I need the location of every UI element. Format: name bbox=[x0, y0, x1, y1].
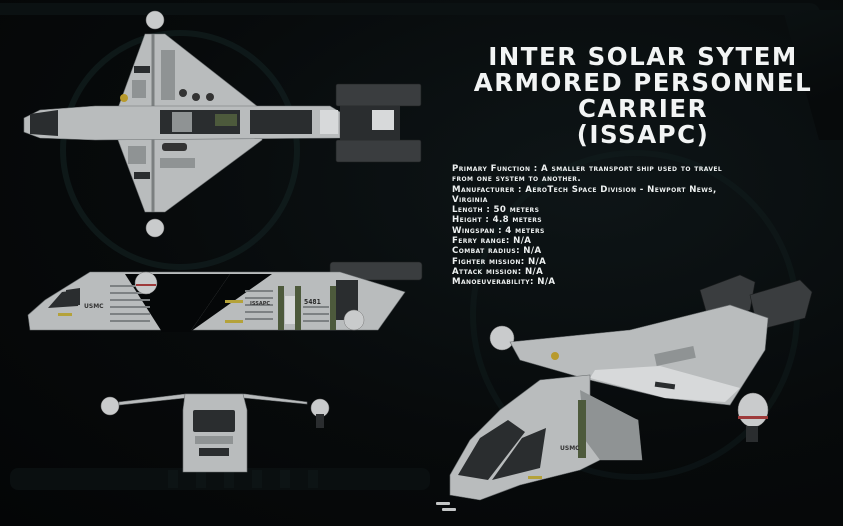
background-tick bbox=[280, 470, 290, 488]
ship-top-view bbox=[23, 10, 422, 238]
spec-attack-mission: Attack mission: N/A bbox=[452, 266, 544, 277]
spec-height: Height : 4.8 meters bbox=[452, 215, 543, 226]
svg-text:USMC: USMC bbox=[84, 303, 104, 310]
title-line: Carrier bbox=[578, 94, 708, 123]
spec-primary-function-cont: from one system to another. bbox=[452, 174, 581, 185]
spec-list: Primary Function : A smaller transport s… bbox=[452, 164, 842, 288]
spec-wingspan: Wingspan : 4 meters bbox=[452, 225, 545, 236]
spec-fighter-mission: Fighter mission: N/A bbox=[452, 256, 547, 267]
title-line: (ISSAPC) bbox=[576, 120, 710, 149]
background-ring bbox=[60, 30, 300, 270]
spec-manoeuverability: Manoeuverability: N/A bbox=[452, 277, 556, 288]
title-line: Inter Solar Sytem bbox=[488, 42, 798, 71]
background-bar bbox=[10, 468, 430, 490]
ship-front-view bbox=[100, 393, 330, 473]
spec-ferry-range: Ferry range: N/A bbox=[452, 236, 532, 247]
svg-text:USMC: USMC bbox=[560, 445, 580, 452]
spec-length: Length : 50 meters bbox=[452, 205, 540, 216]
spec-manufacturer: Manufacturer : AeroTech Space Division -… bbox=[452, 184, 717, 195]
background-tick bbox=[224, 470, 234, 488]
svg-text:5481: 5481 bbox=[304, 298, 321, 306]
background-tick bbox=[252, 470, 262, 488]
title-line: Armored Personnel bbox=[473, 68, 813, 97]
ship-perspective-view: USMC bbox=[436, 274, 813, 511]
page-title: Inter Solar Sytem Armored Personnel Carr… bbox=[444, 44, 842, 148]
background-tick bbox=[308, 470, 318, 488]
background-tick bbox=[168, 470, 178, 488]
spec-manufacturer-cont: Virginia bbox=[452, 194, 488, 205]
svg-text:ISSAPC: ISSAPC bbox=[250, 301, 270, 307]
spec-combat-radius: Combat radius: N/A bbox=[452, 246, 542, 257]
background-frame-top bbox=[0, 3, 820, 15]
background-tick bbox=[196, 470, 206, 488]
ship-side-view: USMC ISSAPC 5481 bbox=[27, 261, 423, 332]
spec-primary-function: Primary Function : A smaller transport s… bbox=[452, 164, 723, 174]
